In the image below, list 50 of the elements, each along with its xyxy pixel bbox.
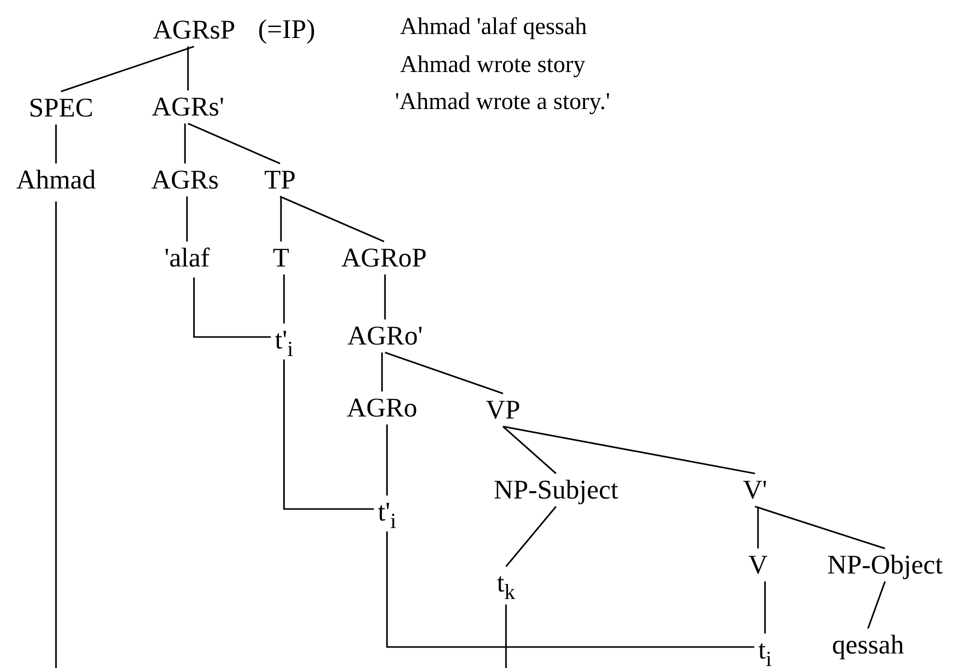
tree-node-label: AGRoP — [341, 244, 427, 272]
tree-node-label: AGRo — [346, 394, 418, 422]
tree-node-label: AGRo' — [347, 322, 423, 350]
trace-line — [193, 278, 271, 338]
branch-line — [184, 124, 186, 164]
tree-node-label: qessah — [832, 632, 904, 658]
tree-node-label: NP-Object — [827, 552, 943, 578]
tree-node-label: Ahmad — [16, 166, 96, 194]
gloss-text: Ahmad wrote story — [400, 53, 586, 77]
branch-line — [505, 506, 557, 568]
branch-line — [757, 506, 759, 548]
tree-node-label: t'$_{i}$ — [378, 498, 396, 526]
node-annotation: (=IP) — [258, 16, 316, 43]
trace-line — [505, 604, 507, 668]
tree-node-label: T — [272, 244, 290, 272]
branch-line — [55, 124, 57, 164]
branch-line — [867, 581, 886, 629]
trace-line — [386, 532, 754, 648]
tree-node-label: NP-Subject — [494, 476, 618, 504]
tree-node-label: AGRs — [151, 166, 219, 194]
branch-line — [280, 196, 282, 242]
tree-node-label: t$_{k}$ — [496, 570, 516, 596]
branch-line — [386, 424, 388, 496]
tree-node-label: t'$_{i}$ — [274, 326, 294, 354]
branch-line — [280, 196, 384, 242]
branch-line — [764, 582, 766, 634]
tree-node-label: V' — [742, 476, 768, 504]
branch-line — [283, 274, 285, 324]
tree-node-label: SPEC — [28, 94, 94, 122]
branch-line — [60, 46, 194, 92]
branch-line — [754, 506, 886, 550]
tree-node-label: VP — [486, 396, 520, 424]
branch-line — [188, 122, 280, 164]
tree-node-label: 'alaf — [164, 244, 210, 272]
branch-line — [381, 352, 383, 392]
trace-line — [55, 202, 57, 668]
trace-line — [283, 360, 374, 510]
branch-line — [187, 46, 189, 90]
tree-node-label: t$_{i}$ — [758, 636, 772, 664]
tree-node-label: AGRs' — [152, 94, 224, 120]
gloss-text: 'Ahmad wrote a story.' — [395, 90, 610, 114]
branch-line — [384, 352, 504, 394]
tree-node-label: TP — [264, 166, 296, 194]
gloss-text: Ahmad 'alaf qessah — [400, 15, 587, 39]
tree-node-label: AGRsP — [152, 16, 236, 44]
branch-line — [502, 426, 756, 474]
branch-line — [384, 274, 386, 320]
tree-node-label: V — [748, 552, 768, 578]
branch-line — [186, 196, 188, 242]
branch-line — [502, 426, 557, 474]
